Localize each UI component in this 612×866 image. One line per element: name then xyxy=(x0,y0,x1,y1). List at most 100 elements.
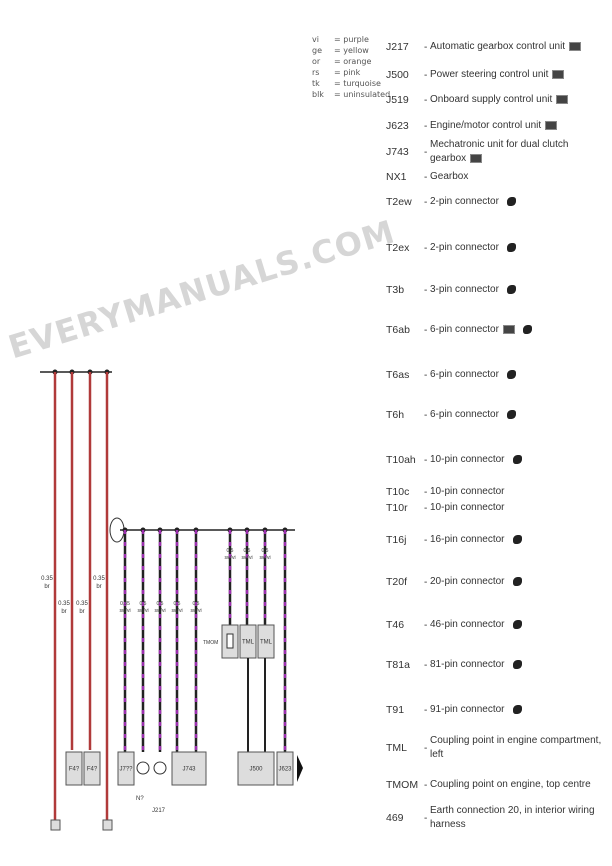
legend-code: ge xyxy=(312,46,322,55)
legend-entry: blk = uninsulated xyxy=(312,89,390,100)
component-code: T81a xyxy=(386,659,410,671)
component-row: T10c-10-pin connector xyxy=(386,486,505,498)
control-unit-icon xyxy=(545,120,558,130)
component-code: T6as xyxy=(386,369,410,381)
wire-size: 0.5 xyxy=(244,548,251,554)
legend-entry: or = orange xyxy=(312,56,390,67)
component-code: T10r xyxy=(386,502,408,514)
component-row: 469-Earth connection 20, in interior wir… xyxy=(386,805,595,830)
wire-colour: sw/vi xyxy=(154,608,165,614)
continuation-arrow-icon xyxy=(297,755,303,782)
connector-icon xyxy=(522,324,532,334)
wire-colour: sw/vi xyxy=(119,608,130,614)
component-row: J500-Power steering control unit xyxy=(386,68,602,82)
component-desc: Onboard supply control unit xyxy=(430,94,553,105)
component-box-label: TML xyxy=(242,640,255,646)
component-desc: 10-pin connector xyxy=(430,502,505,513)
wire-size: 0.35 xyxy=(41,576,53,582)
control-unit-icon xyxy=(470,153,483,163)
connector-icon xyxy=(512,704,522,714)
legend-color: = uninsulated xyxy=(334,90,391,99)
wire-colour: sw/vi xyxy=(171,608,182,614)
legend-color: = yellow xyxy=(334,46,369,55)
legend-color: = purple xyxy=(334,35,369,44)
control-unit-icon xyxy=(556,94,569,104)
component-desc: 81-pin connector xyxy=(430,659,505,670)
component-box-label: F4? xyxy=(87,767,98,773)
component-desc: Power steering control unit xyxy=(430,69,549,80)
component-row: T6as-6-pin connector xyxy=(386,368,602,382)
wire-size: 0.5 xyxy=(227,548,234,554)
wire-size: 0.5 xyxy=(157,601,164,607)
component-row: TMOM-Coupling point on engine, top centr… xyxy=(386,779,591,791)
control-unit-icon xyxy=(502,324,515,334)
legend-color: = orange xyxy=(334,57,372,66)
legend-color: = turquoise xyxy=(334,79,381,88)
wire-size: 0.35 xyxy=(120,601,130,607)
component-row: T2ew-2-pin connector xyxy=(386,195,602,209)
connector-icon xyxy=(506,242,516,252)
component-desc: 46-pin connector xyxy=(430,619,505,630)
component-row: T6ab-6-pin connector xyxy=(386,323,602,337)
component-row: T20f-20-pin connector xyxy=(386,575,602,589)
wire-size: 0.35 xyxy=(76,601,88,607)
wire-colour: sw/vi xyxy=(190,608,201,614)
component-desc: 2-pin connector xyxy=(430,242,499,253)
component-row: T2ex-2-pin connector xyxy=(386,241,602,255)
legend-code: tk xyxy=(312,79,320,88)
component-box xyxy=(171,751,207,786)
component-desc: 91-pin connector xyxy=(430,704,505,715)
legend-code: or xyxy=(312,57,321,66)
legend-code: vi xyxy=(312,35,319,44)
component-code: T2ew xyxy=(386,196,412,208)
wire-colour: sw/vi xyxy=(259,555,270,561)
wire-size: 0.35 xyxy=(93,576,105,582)
component-row: J743-Mechatronic unit for dual clutch ge… xyxy=(386,139,569,164)
wire-label: 0.35 br xyxy=(58,601,70,615)
component-code: J500 xyxy=(386,69,409,81)
component-row: T10ah-10-pin connector xyxy=(386,453,602,467)
wire-colour: sw/vi xyxy=(224,555,235,561)
component-code: T6ab xyxy=(386,324,410,336)
component-code: T3b xyxy=(386,284,405,296)
wire-size: 0.35 xyxy=(58,601,70,607)
component-code: NX1 xyxy=(386,171,407,183)
component-code: T16j xyxy=(386,534,407,546)
sensor-symbol xyxy=(153,761,167,775)
wire-colour: br xyxy=(61,609,66,615)
component-row: T3b-3-pin connector xyxy=(386,283,602,297)
component-code: TMOM xyxy=(386,779,419,791)
component-desc: 10-pin connector xyxy=(430,454,505,465)
wire-colour: sw/vi xyxy=(137,608,148,614)
diagram-label: J217 xyxy=(152,808,166,814)
component-box xyxy=(65,751,83,786)
component-row: T46-46-pin connector xyxy=(386,618,602,632)
wire-colour: br xyxy=(79,609,84,615)
component-row: T16j-16-pin connector xyxy=(386,533,602,547)
connector-icon xyxy=(512,576,522,586)
component-code: T91 xyxy=(386,704,405,716)
component-desc: Coupling point on engine, top centre xyxy=(430,779,591,790)
wire-size: 0.5 xyxy=(174,601,181,607)
component-desc: Gearbox xyxy=(430,171,469,182)
component-code: T10ah xyxy=(386,454,416,466)
component-code: J519 xyxy=(386,94,409,106)
legend-entry: tk = turquoise xyxy=(312,78,390,89)
component-code: J743 xyxy=(386,146,409,158)
component-desc: 6-pin connector xyxy=(430,369,499,380)
wire-size: 0.5 xyxy=(140,601,147,607)
legend-code: blk xyxy=(312,90,324,99)
component-row: T6h-6-pin connector xyxy=(386,408,602,422)
component-code: T10c xyxy=(386,486,410,498)
component-desc: Engine/motor control unit xyxy=(430,120,542,131)
